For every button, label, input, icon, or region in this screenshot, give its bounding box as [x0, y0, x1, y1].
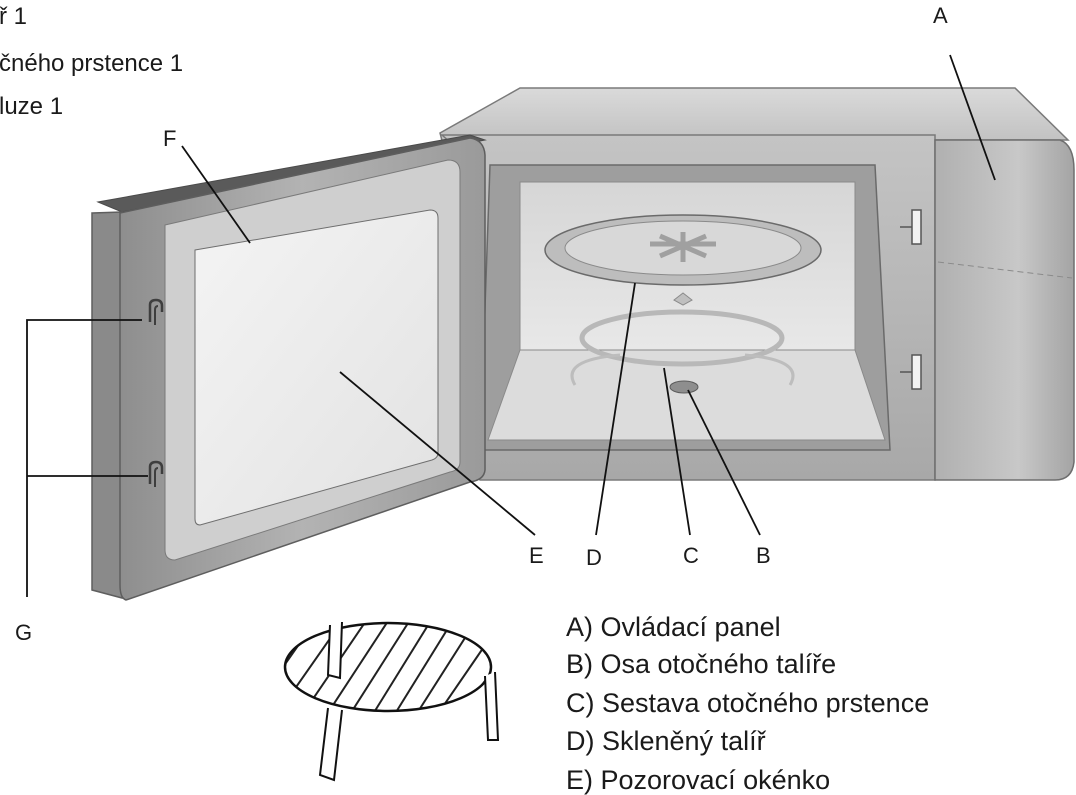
microwave-body — [439, 87, 1075, 481]
top-list-line-3: luze 1 — [0, 93, 64, 120]
microwave-door — [91, 134, 487, 601]
legend-item-e: E) Pozorovací okénko — [566, 765, 831, 795]
door-hook-lower — [148, 460, 164, 487]
leader-d — [595, 282, 636, 536]
viewing-window — [194, 209, 439, 526]
label-c: C — [683, 543, 699, 568]
rack-rim — [283, 621, 493, 713]
top-list-line-1: ř 1 — [0, 3, 28, 30]
roller-ring — [579, 309, 785, 367]
label-f: F — [163, 126, 177, 151]
door-side-edge — [91, 211, 123, 599]
rack-leg-left — [318, 707, 343, 782]
door-hook-upper — [148, 298, 164, 325]
legend-item-d: D) Skleněný talíř — [566, 726, 766, 756]
roasting-rack — [283, 621, 500, 782]
leader-f — [181, 145, 251, 244]
leader-g — [26, 319, 142, 597]
label-e: E — [529, 543, 544, 568]
legend-item-b: B) Osa otočného talíře — [566, 649, 837, 679]
label-g: G — [15, 620, 33, 645]
control-panel-seam — [937, 261, 1073, 279]
rack-leg-back — [326, 621, 343, 680]
label-a: A — [933, 3, 948, 28]
leader-lines — [26, 54, 996, 597]
legend-item-a: A) Ovládací panel — [566, 612, 781, 642]
control-panel — [934, 139, 1075, 481]
floor-swirl-right — [744, 353, 795, 386]
label-b: B — [756, 543, 771, 568]
rack-leg-right — [484, 671, 500, 741]
leader-b — [687, 389, 761, 536]
turntable-shaft — [673, 292, 693, 306]
cavity-floor — [487, 349, 886, 441]
latch-slot-upper — [900, 209, 922, 245]
top-list-line-2: čného prstence 1 — [0, 50, 184, 77]
floor-swirl-left — [570, 353, 621, 386]
legend-item-c: C) Sestava otočného prstence — [566, 688, 930, 718]
turntable-axle — [669, 380, 699, 394]
tray-coupling — [650, 232, 716, 262]
leader-a — [949, 54, 996, 181]
leader-e — [339, 371, 536, 536]
latch-slot-lower — [900, 354, 922, 390]
label-d: D — [586, 545, 602, 570]
door-top-edge — [96, 134, 487, 213]
leader-c — [663, 367, 691, 536]
